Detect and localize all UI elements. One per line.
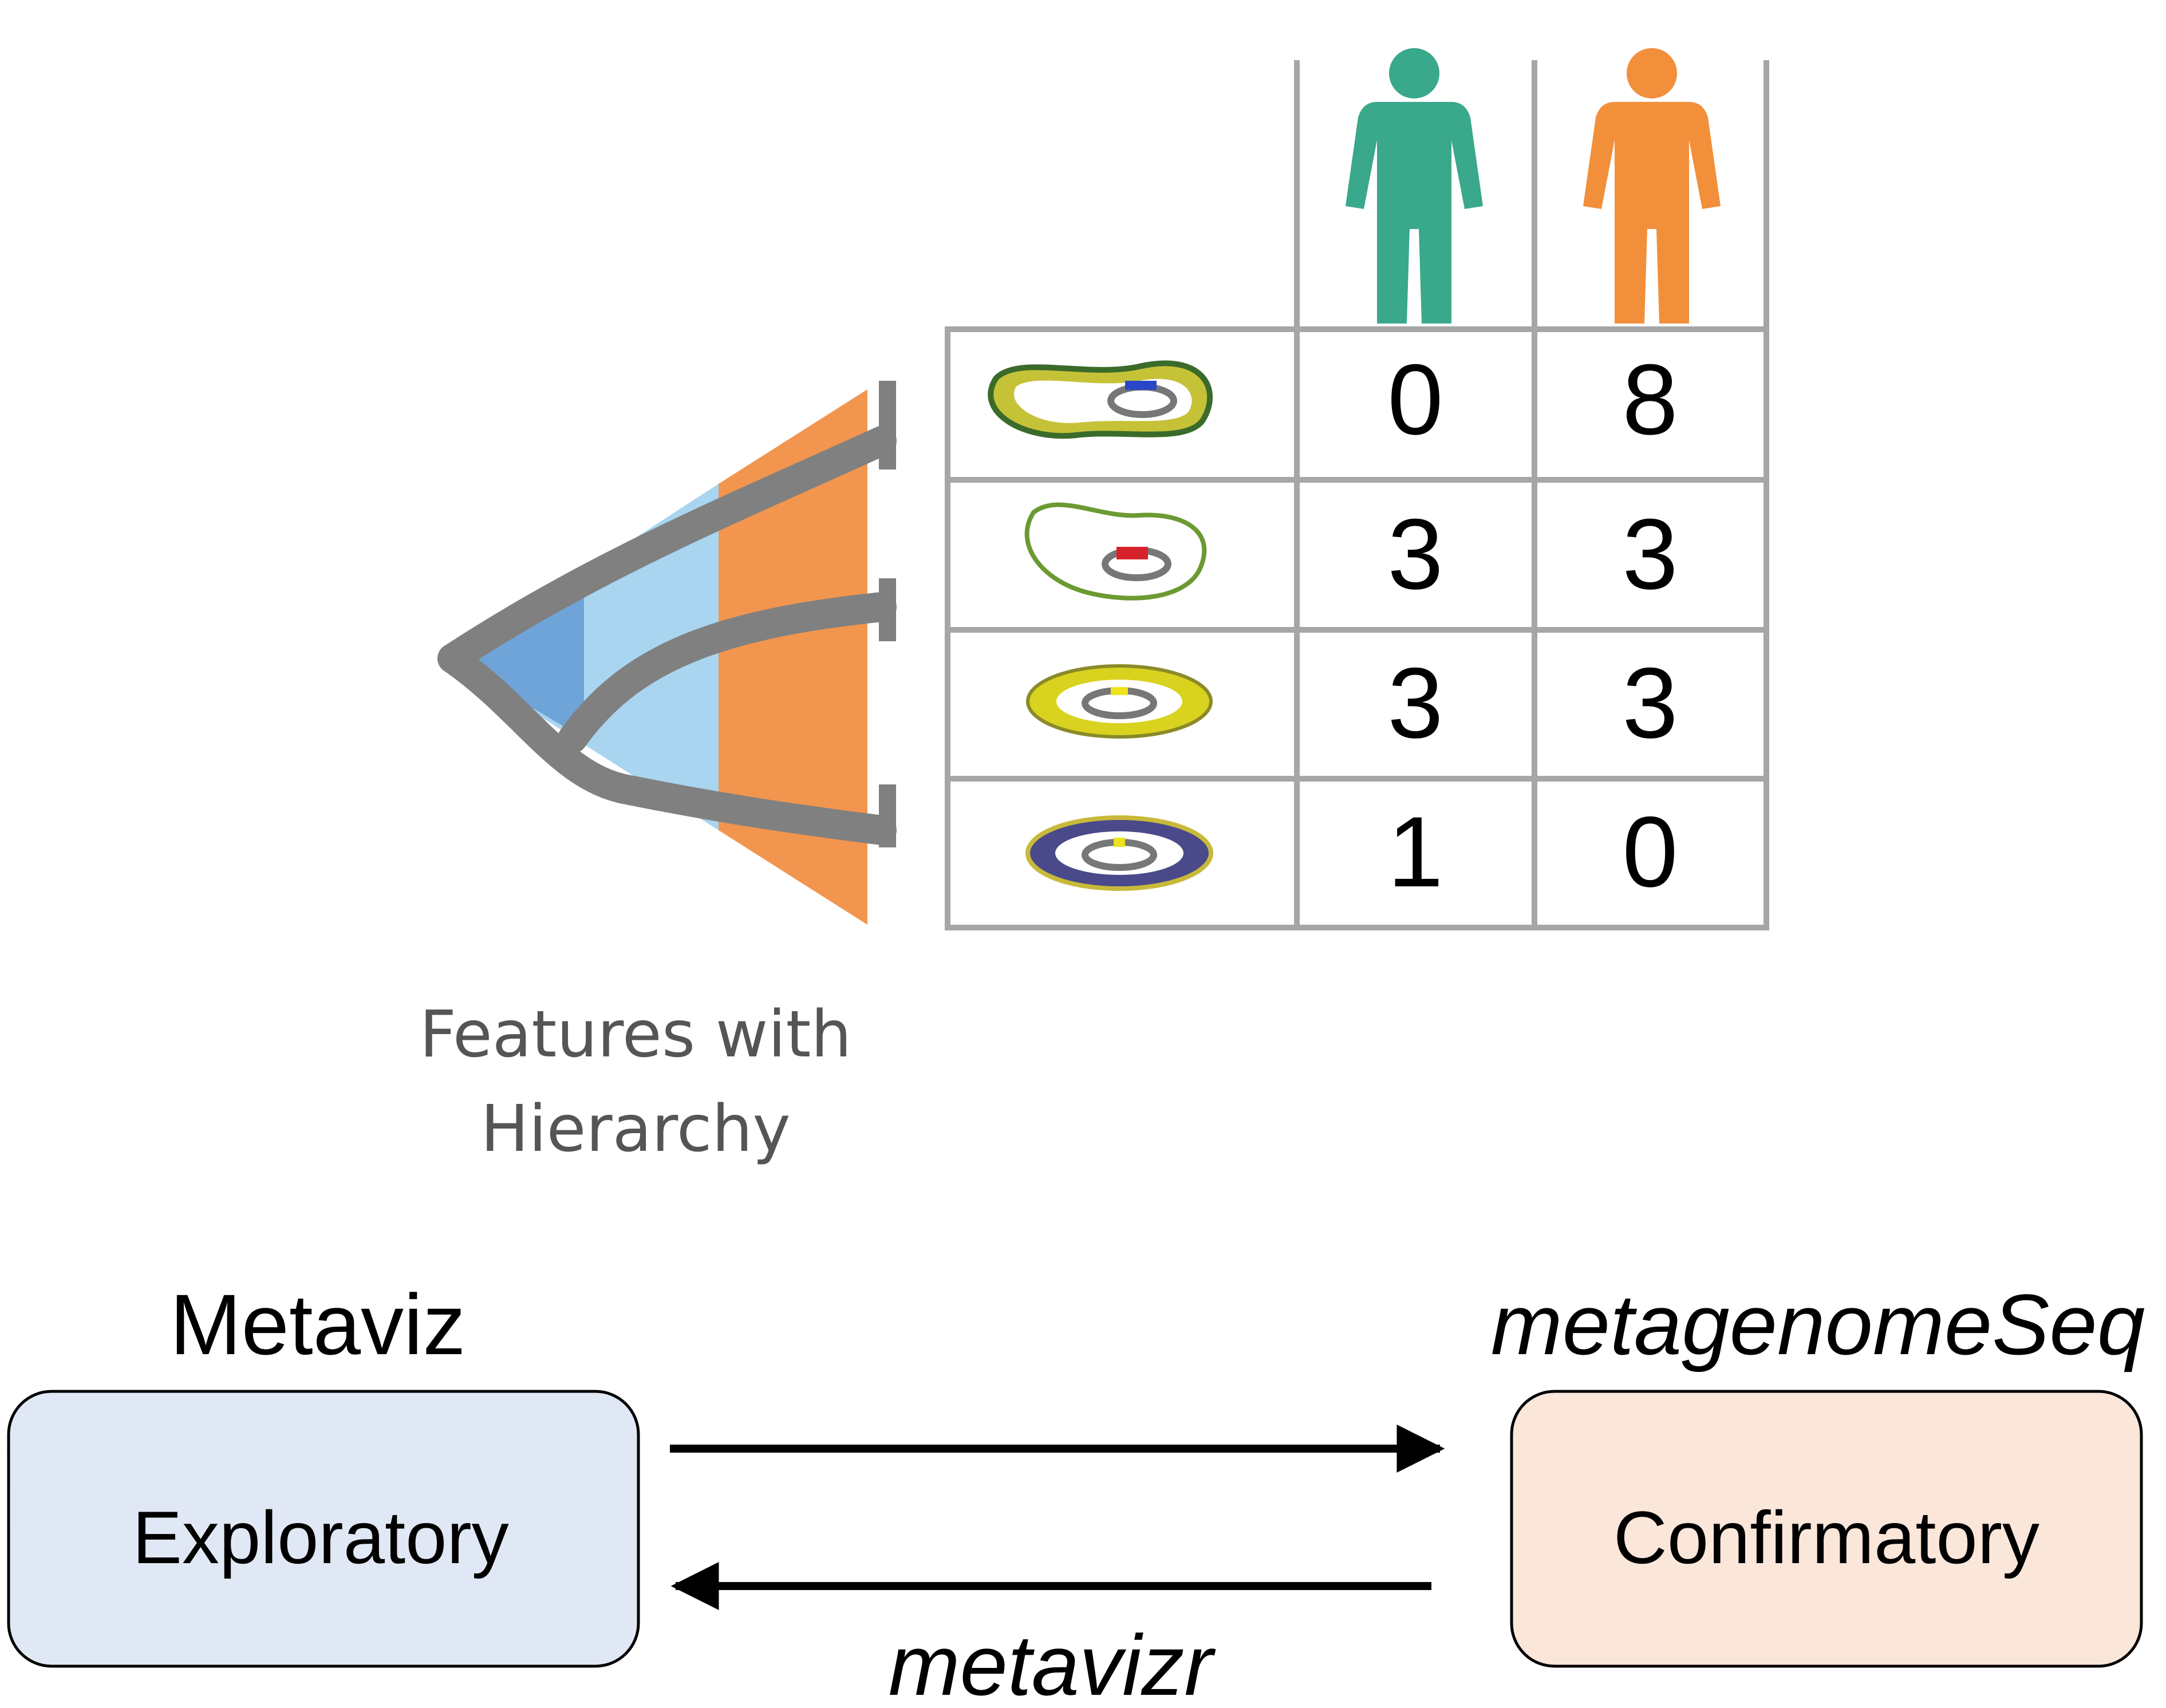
- metavizr-label: metavizr: [889, 1617, 1216, 1708]
- bacterium-icon: [1024, 502, 1207, 601]
- count-cell: 3: [1387, 648, 1443, 759]
- tree-orange-band: [719, 389, 867, 925]
- person-icon: [1583, 48, 1721, 324]
- count-cell: 1: [1387, 796, 1443, 908]
- tree-caption-line2: Hierarchy: [480, 1092, 790, 1166]
- bacterium-icon: [988, 360, 1213, 439]
- count-cell: 3: [1387, 499, 1443, 610]
- count-cell: 3: [1622, 499, 1678, 610]
- metagenomeseq-label: metagenomeSeq: [1491, 1276, 2145, 1372]
- exploratory-box: [7, 1390, 640, 1668]
- count-cell: 0: [1622, 796, 1678, 908]
- tree-branches: [437, 426, 897, 845]
- confirmatory-label: Confirmatory: [1613, 1496, 2039, 1579]
- feature-hierarchy-tree: Features with Hierarchy: [420, 381, 897, 1166]
- count-cell: 3: [1622, 648, 1678, 759]
- count-cell: 0: [1387, 344, 1443, 456]
- confirmatory-box: [1510, 1390, 2143, 1668]
- tree-leaf-tips: [879, 381, 896, 847]
- exploratory-label: Exploratory: [132, 1496, 509, 1579]
- bacterium-icon: [1026, 664, 1213, 739]
- workflow: Metaviz metagenomeSeq Exploratory Confir…: [7, 1276, 2145, 1708]
- tree-inner-blue-band: [449, 578, 584, 739]
- tree-caption-line1: Features with: [420, 997, 852, 1072]
- person-icon: [1346, 48, 1483, 324]
- metaviz-label: Metaviz: [170, 1276, 466, 1372]
- count-table: 0 8 3 3 3 3 1 0: [945, 326, 1769, 930]
- count-cell: 8: [1622, 344, 1678, 456]
- sample-header: [1294, 60, 1769, 329]
- bacterium-icon: [1025, 815, 1213, 891]
